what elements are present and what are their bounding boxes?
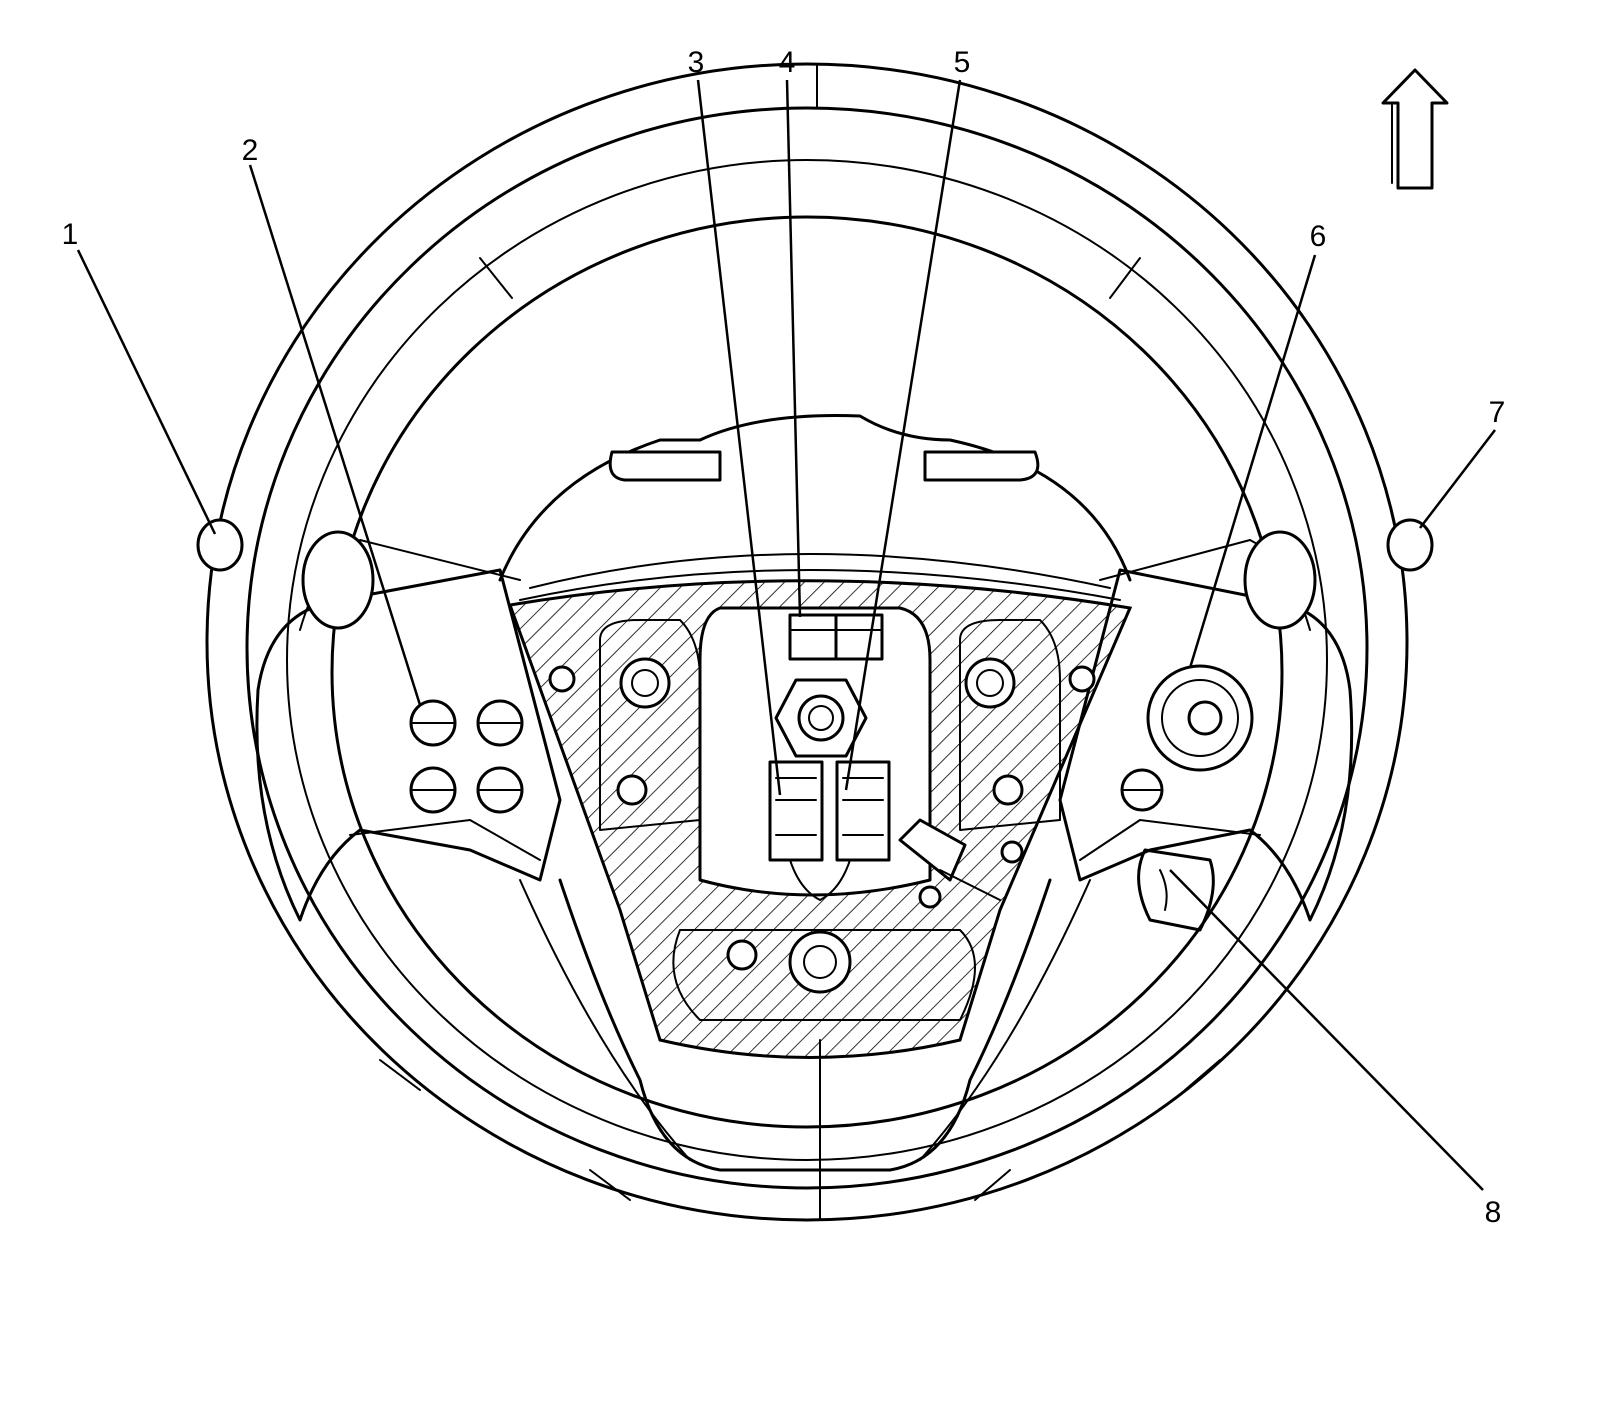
callout-label-2: 2 [242,134,259,167]
steering-wheel-rim [205,62,1409,1222]
up-arrow-icon [1381,68,1449,190]
bolt-icon [548,657,1096,994]
callout-label-4: 4 [779,46,796,79]
callout-label-5: 5 [954,46,971,79]
callout-label-1: 1 [62,218,79,251]
right-control-knob [1120,664,1254,812]
callout-label-6: 6 [1310,220,1327,253]
callout-label-7: 7 [1489,396,1506,429]
left-spoke [196,518,562,922]
callout-label-3: 3 [688,46,705,79]
lower-spoke [519,878,1091,1221]
callout-labels: 1 2 3 4 5 6 7 8 [62,46,1506,1229]
steering-column-part [1137,848,1215,932]
left-switch-buttons [409,699,524,814]
callout-label-8: 8 [1485,1196,1502,1229]
right-spoke [1058,518,1434,922]
callout-lines [76,79,1496,1191]
airbag-housing [498,414,1132,601]
steering-hub [507,579,1133,1059]
